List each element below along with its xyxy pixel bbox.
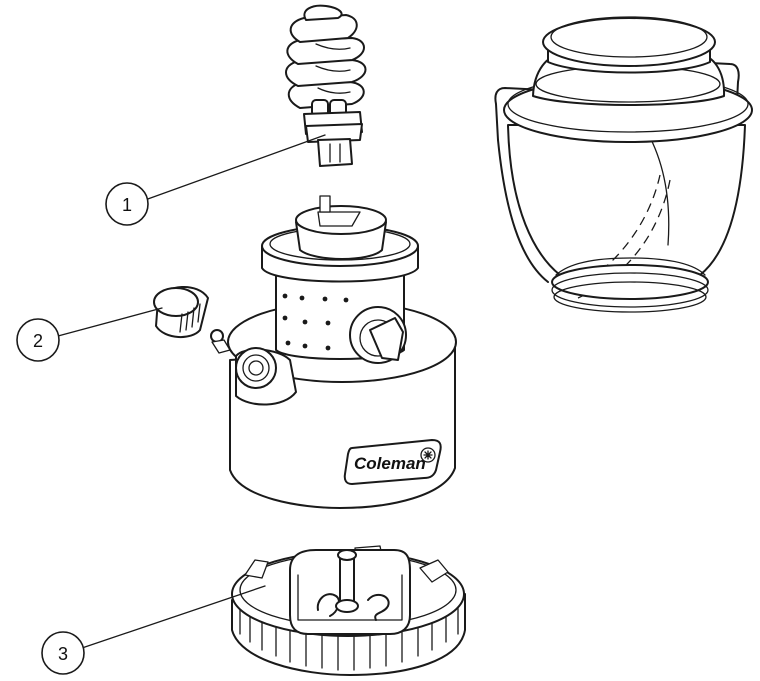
callout-2: 2 <box>17 319 59 361</box>
callout-3: 3 <box>42 632 84 674</box>
lantern-globe <box>495 17 752 312</box>
callout-3-label: 3 <box>58 644 68 664</box>
battery-cap <box>154 287 230 353</box>
cfl-bulb <box>286 6 366 166</box>
coleman-logo: Coleman <box>345 440 441 484</box>
coleman-logo-text: Coleman <box>354 454 426 473</box>
callout-2-leader <box>58 308 162 336</box>
callout-1-leader <box>145 135 325 200</box>
callout-1-label: 1 <box>122 195 132 215</box>
lantern-base <box>232 546 465 675</box>
callout-2-label: 2 <box>33 331 43 351</box>
callout-1: 1 <box>106 183 148 225</box>
